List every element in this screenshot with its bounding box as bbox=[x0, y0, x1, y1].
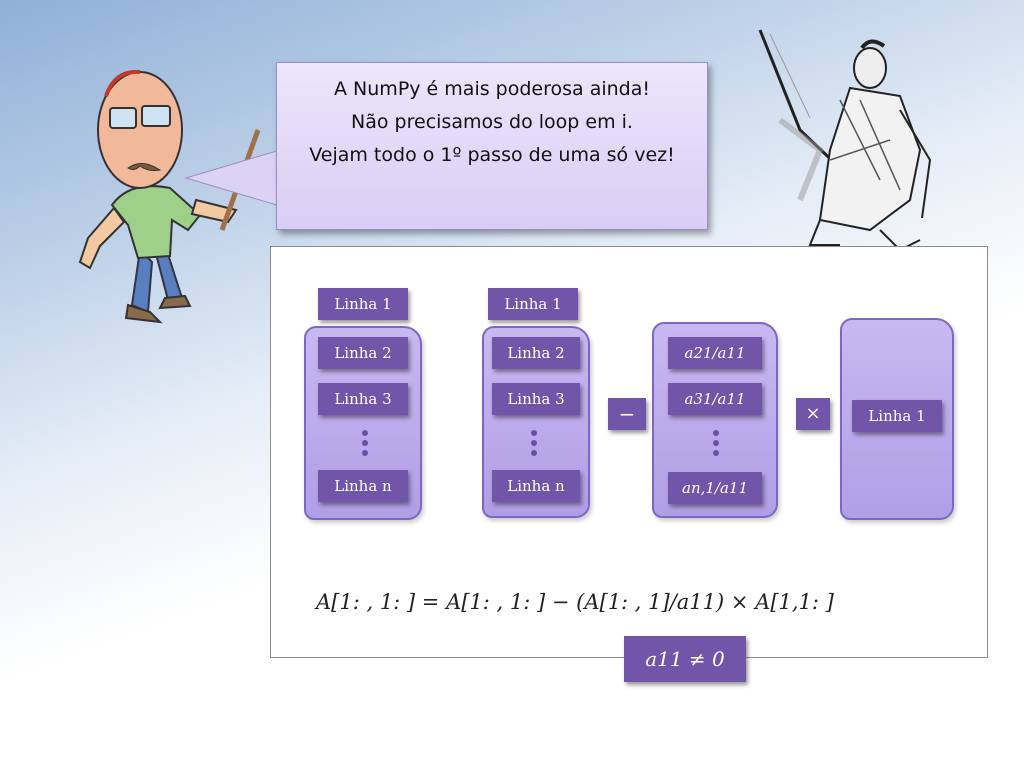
teacher-figure bbox=[78, 69, 261, 324]
ratio-a21: a21/a11 bbox=[668, 337, 762, 369]
times-operator: × bbox=[796, 398, 830, 430]
left-row-3: Linha 3 bbox=[318, 383, 408, 415]
update-formula: A[1: , 1: ] = A[1: , 1: ] − (A[1: , 1]/a… bbox=[316, 590, 834, 614]
bubble-line-1: A NumPy é mais poderosa ainda! bbox=[334, 78, 650, 100]
ratio-a31: a31/a11 bbox=[668, 383, 762, 415]
bubble-line-2: Não precisamos do loop em i. bbox=[351, 111, 633, 133]
bubble-line-3: Vejam todo o 1º passo de uma só vez! bbox=[309, 144, 675, 166]
left-ellipsis bbox=[362, 430, 368, 460]
middle-row-3: Linha 3 bbox=[492, 383, 580, 415]
left-row-2: Linha 2 bbox=[318, 337, 408, 369]
middle-row-1: Linha 1 bbox=[488, 288, 578, 320]
minus-operator: − bbox=[608, 398, 646, 430]
speech-bubble: A NumPy é mais poderosa ainda! Não preci… bbox=[276, 62, 708, 230]
middle-ellipsis bbox=[531, 430, 537, 460]
middle-row-2: Linha 2 bbox=[492, 337, 580, 369]
left-row-1: Linha 1 bbox=[318, 288, 408, 320]
ratio-an1: an,1/a11 bbox=[668, 472, 762, 504]
left-row-n: Linha n bbox=[318, 470, 408, 502]
right-row-1: Linha 1 bbox=[852, 400, 942, 432]
samurai-illustration bbox=[758, 29, 932, 252]
middle-row-n: Linha n bbox=[492, 470, 580, 502]
pivot-condition: a11 ≠ 0 bbox=[624, 636, 746, 682]
ratio-ellipsis bbox=[713, 430, 719, 460]
